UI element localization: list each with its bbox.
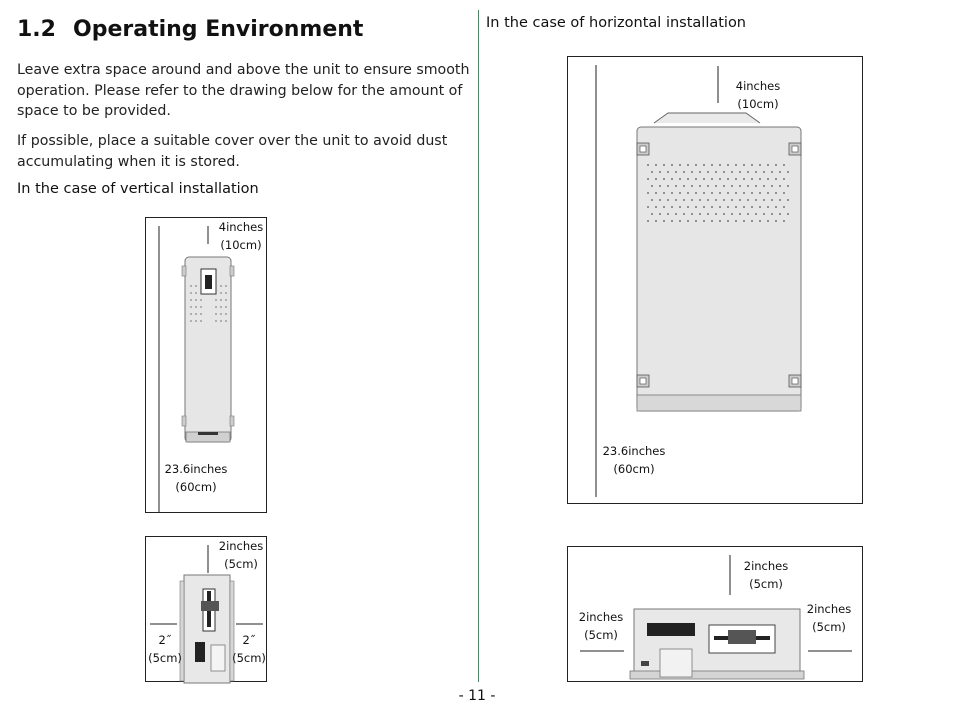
section-number: 1.2 xyxy=(17,17,56,42)
vertical-installation-heading: In the case of vertical installation xyxy=(17,181,259,197)
paragraph-cover: If possible, place a suitable cover over… xyxy=(17,133,448,170)
vertical-front-drawing xyxy=(150,545,263,684)
horizontal-top-view-diagram: 4inches (10cm) 23.6inches (60cm) xyxy=(567,56,863,504)
paragraph-space: Leave extra space around and above the u… xyxy=(17,62,470,119)
horizontal-front-top-clearance-label: 2inches (5cm) xyxy=(743,559,789,591)
horizontal-front-right-clearance-label: 2inches (5cm) xyxy=(806,602,852,634)
section-title: Operating Environment xyxy=(73,17,364,42)
section-heading: 1.2 Operating Environment xyxy=(17,17,363,42)
horizontal-front-drawing xyxy=(580,555,852,680)
vertical-top-clearance-label: 4inches (10cm) xyxy=(218,220,264,252)
horizontal-depth-label: 23.6inches (60cm) xyxy=(602,444,666,476)
vertical-front-left-clearance-label: 2˝ (5cm) xyxy=(148,633,182,665)
vertical-depth-label: 23.6inches (60cm) xyxy=(164,462,228,494)
horizontal-front-left-clearance-label: 2inches (5cm) xyxy=(578,610,624,642)
page-number: - 11 - xyxy=(458,688,496,704)
vertical-front-view-diagram: 2inches (5cm) 2˝ (5cm) 2˝ (5cm) xyxy=(145,536,267,684)
column-divider xyxy=(478,10,479,682)
vertical-side-drawing xyxy=(158,226,235,512)
vertical-front-top-clearance-label: 2inches (5cm) xyxy=(218,539,264,571)
horizontal-installation-heading: In the case of horizontal installation xyxy=(486,15,747,31)
horizontal-front-view-diagram: 2inches (5cm) 2inches (5cm) 2inches (5cm… xyxy=(567,546,863,682)
vertical-front-right-clearance-label: 2˝ (5cm) xyxy=(232,633,266,665)
vertical-side-view-diagram: 4inches (10cm) 23.6inches (60cm) xyxy=(145,217,267,513)
horizontal-top-clearance-label: 4inches (10cm) xyxy=(735,79,781,111)
horizontal-top-drawing xyxy=(595,65,802,497)
